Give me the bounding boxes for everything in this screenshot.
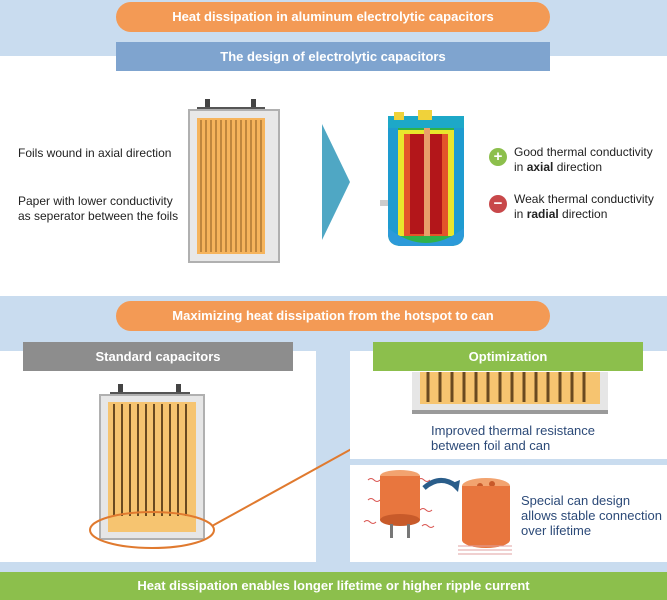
special-can-line1: Special can design — [521, 493, 631, 508]
weak-rest: direction — [558, 207, 608, 221]
good-conductivity-line2: in axial direction — [514, 160, 602, 175]
good-conductivity-line1: Good thermal conductivity — [514, 145, 653, 159]
design-title: The design of electrolytic capacitors — [116, 42, 550, 71]
good-pre: in — [514, 160, 527, 174]
good-rest: direction — [553, 160, 603, 174]
middle-title: Maximizing heat dissipation from the hot… — [116, 301, 550, 331]
optimization-title: Optimization — [373, 342, 643, 371]
weak-conductivity-line1: Weak thermal conductivity — [514, 192, 654, 206]
thermal-simulation-image — [380, 110, 464, 246]
radial-word: radial — [526, 207, 559, 221]
improved-resistance-line1: Improved thermal resistance — [431, 423, 596, 438]
axial-word: axial — [526, 160, 554, 174]
minus-icon: − — [489, 195, 507, 213]
optimized-foil-contact — [412, 372, 608, 414]
top-title: Heat dissipation in aluminum electrolyti… — [116, 2, 550, 32]
paper-text-line1: Paper with lower conductivity — [18, 194, 173, 208]
weak-pre: in — [514, 207, 527, 221]
arrow-right-icon — [322, 124, 350, 240]
paper-text-line2: as seperator between the foils — [18, 209, 179, 223]
can-design-illustration — [363, 470, 512, 555]
plus-icon: + — [489, 148, 507, 166]
special-can-line2: allows stable connection — [521, 508, 662, 523]
improved-resistance-line2: between foil and can — [431, 438, 551, 453]
weak-conductivity-line2: in radial direction — [514, 207, 607, 222]
bottom-title: Heat dissipation enables longer lifetime… — [0, 572, 667, 600]
special-can-line3: over lifetime — [521, 523, 592, 538]
foils-text: Foils wound in axial direction — [18, 146, 172, 160]
capacitor-section-top — [188, 99, 280, 263]
standard-title: Standard capacitors — [23, 342, 293, 371]
